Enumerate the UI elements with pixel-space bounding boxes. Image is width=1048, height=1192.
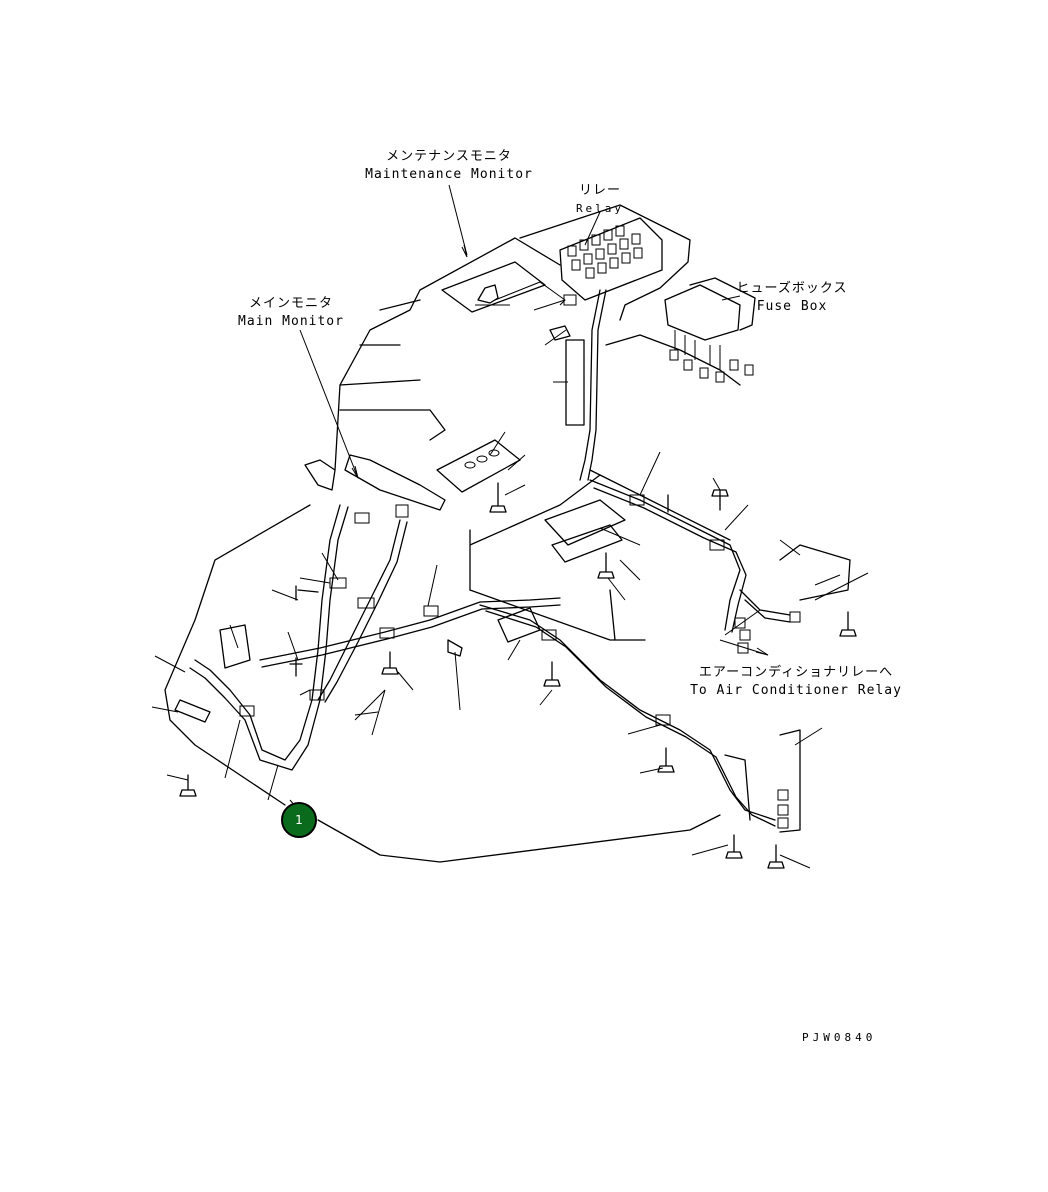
main-monitor [304, 439, 521, 511]
maintenance-monitor-label-en: Maintenance Monitor [365, 167, 533, 182]
drawing-code: PJW0840 [802, 1031, 877, 1044]
maintenance-monitor-label-jp: メンテナンスモニタ [386, 149, 512, 164]
air-conditioner-relay-label-jp: エアーコンディショナリレーへ [698, 665, 894, 680]
harness-wires [189, 479, 791, 827]
fuse-box-label-jp: ヒューズボックス [736, 281, 848, 296]
maintenance-monitor [441, 261, 566, 313]
part-callout-1[interactable]: 1 [281, 802, 317, 838]
relay-label-en: Relay [575, 202, 625, 215]
fuse-box [605, 277, 756, 386]
main-monitor-label-jp: メインモニタ [248, 296, 334, 311]
relay-block [549, 217, 663, 481]
fuse-box-label-en: Fuse Box [756, 299, 828, 314]
relay-label-jp: リレー [578, 183, 622, 198]
main-monitor-label-en: Main Monitor [238, 314, 344, 329]
bolts [179, 482, 857, 869]
console-outline [164, 204, 731, 863]
leader-lines [151, 184, 869, 869]
air-conditioner-relay-label-en: To Air Conditioner Relay [690, 683, 902, 698]
